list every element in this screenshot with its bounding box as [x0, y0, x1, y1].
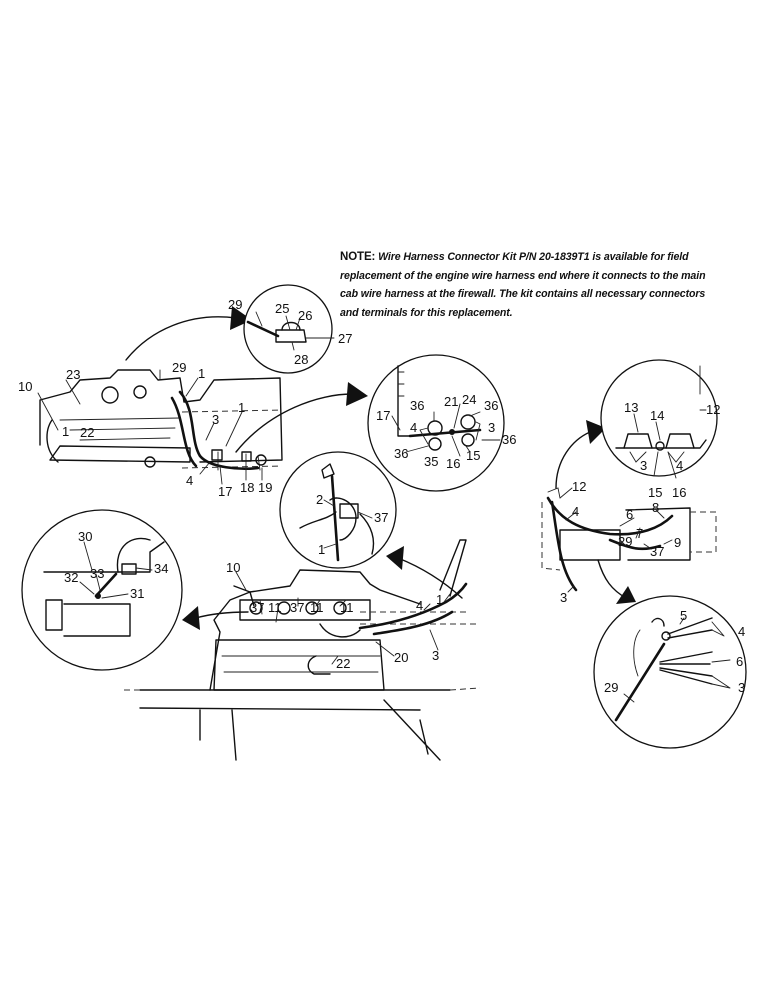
- callout-label: 3: [738, 680, 745, 695]
- callout-label: 10: [226, 560, 240, 575]
- callout-label: 11: [268, 600, 282, 615]
- callout-label: 31: [130, 586, 144, 601]
- callout-label: 1: [318, 542, 325, 557]
- callout-label: 36: [410, 398, 424, 413]
- callout-label: 24: [462, 392, 476, 407]
- lower-engine-view: [139, 539, 480, 761]
- detail-circle-firewall-connector: [367, 354, 505, 492]
- callout-label: 33: [90, 566, 104, 581]
- callout-label: 25: [275, 301, 289, 316]
- callout-label: 8: [652, 500, 659, 515]
- note-line-4: and terminals for this replacement.: [340, 306, 513, 319]
- callout-label: 36: [502, 432, 516, 447]
- callout-label: 23: [66, 367, 80, 382]
- callout-label: 37: [250, 600, 264, 615]
- callout-label: 1: [62, 424, 69, 439]
- callout-label: 12: [572, 479, 586, 494]
- detail-circle-connector-29: [243, 284, 335, 374]
- callout-label: 2: [316, 492, 323, 507]
- callout-label: 6: [736, 654, 743, 669]
- callout-label: 3: [560, 590, 567, 605]
- detail-circle-sender-connector: [21, 509, 183, 671]
- callout-label: 26: [298, 308, 312, 323]
- callout-label: 16: [446, 456, 460, 471]
- callout-label: 22: [80, 425, 94, 440]
- callout-label: 5: [680, 608, 687, 623]
- callout-label: 3: [432, 648, 439, 663]
- callout-label: 4: [676, 458, 683, 473]
- callout-label: 15: [648, 485, 662, 500]
- callout-label: 3: [488, 420, 495, 435]
- callout-label: 22: [336, 656, 350, 671]
- callout-label: 14: [650, 408, 664, 423]
- callout-label: 12: [706, 402, 720, 417]
- note-line-1: Wire Harness Connector Kit P/N 20-1839T1…: [378, 251, 689, 263]
- callout-label: 17: [218, 484, 232, 499]
- callout-label: 3: [640, 458, 647, 473]
- callout-label: 15: [466, 448, 480, 463]
- callout-label: 1: [198, 366, 205, 381]
- callout-label: 13: [624, 400, 638, 415]
- note-line-2: replacement of the engine wire harness e…: [340, 269, 706, 282]
- callout-label: 3: [212, 412, 219, 427]
- ground-line: [120, 687, 481, 691]
- callout-label: 30: [78, 529, 92, 544]
- callout-label: 9: [674, 535, 681, 550]
- callout-label: 7: [636, 526, 643, 541]
- note-line-3: cab wire harness at the firewall. The ki…: [340, 288, 706, 300]
- callout-label: 20: [394, 650, 408, 665]
- callout-label: 32: [64, 570, 78, 585]
- callout-label: 29: [604, 680, 618, 695]
- callout-label: 37: [374, 510, 388, 525]
- callout-label: 37: [650, 544, 664, 559]
- callout-label: 4: [572, 504, 579, 519]
- callout-label: 4: [186, 473, 193, 488]
- callout-label: 4: [410, 420, 417, 435]
- callout-label: 27: [338, 331, 352, 346]
- callout-label: 11: [340, 600, 354, 615]
- callout-label: 4: [738, 624, 745, 639]
- callout-label: 16: [672, 485, 686, 500]
- callout-label: 35: [424, 454, 438, 469]
- callout-labels: 29 25 26 27 28 10 23 29 1 1 22 3 1 4 17 …: [18, 297, 745, 695]
- callout-label: 36: [394, 446, 408, 461]
- callout-label: 21: [444, 394, 458, 409]
- upper-left-engine-view: [37, 306, 368, 485]
- note-label: NOTE:: [340, 251, 376, 263]
- callout-label: 34: [154, 561, 168, 576]
- callout-label: 18: [240, 480, 254, 495]
- callout-label: 6: [626, 507, 633, 522]
- callout-label: 29: [172, 360, 186, 375]
- detail-circle-harness-branches: [593, 595, 747, 749]
- callout-label: 19: [258, 480, 272, 495]
- note-text-block: NOTE: Wire Harness Connector Kit P/N 20-…: [340, 248, 768, 322]
- callout-label: 29: [618, 534, 632, 549]
- callout-label: 10: [18, 379, 32, 394]
- callout-label: 11: [310, 600, 324, 615]
- callout-label: 28: [294, 352, 308, 367]
- detail-circle-cab-connector: [600, 359, 718, 479]
- callout-label: 1: [238, 400, 245, 415]
- callout-label: 1: [436, 592, 443, 607]
- callout-label: 17: [376, 408, 390, 423]
- callout-label: 4: [416, 598, 423, 613]
- callout-label: 37: [290, 600, 304, 615]
- callout-label: 29: [228, 297, 242, 312]
- callout-label: 36: [484, 398, 498, 413]
- detail-circle-ground-strap: [279, 451, 463, 599]
